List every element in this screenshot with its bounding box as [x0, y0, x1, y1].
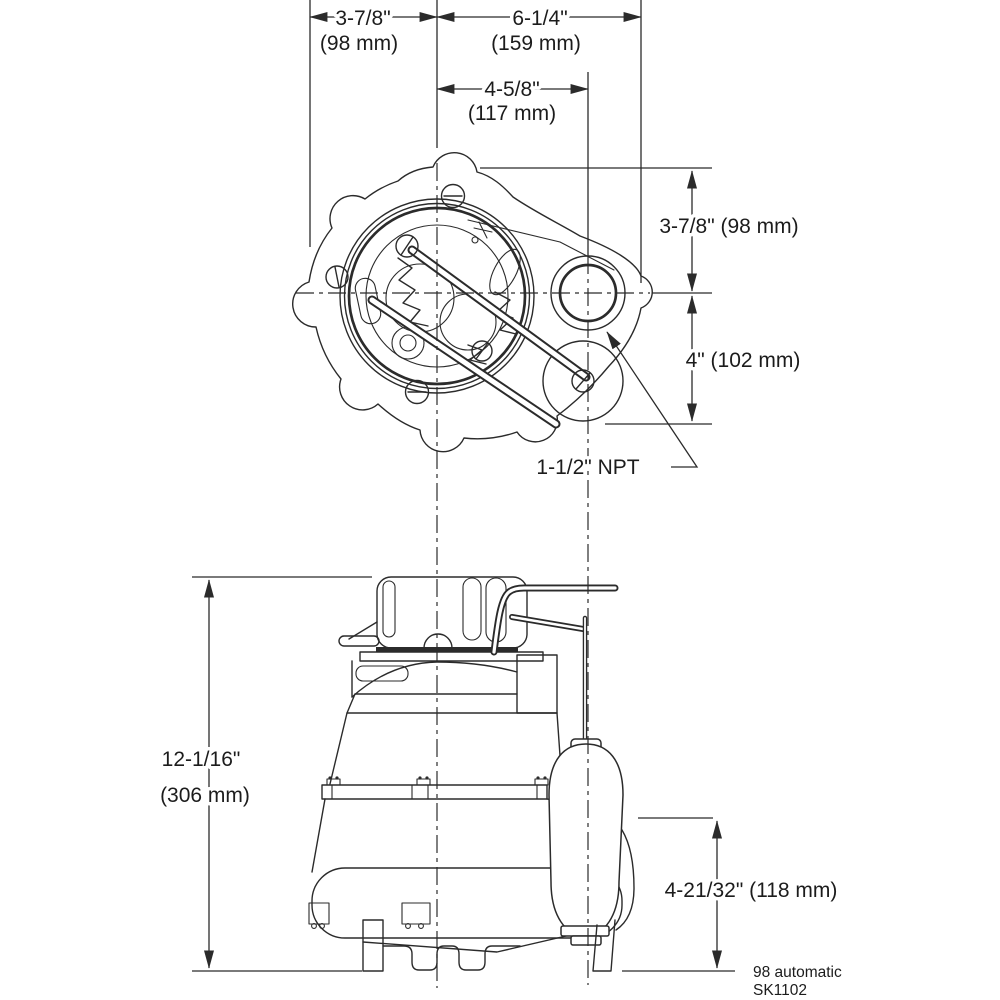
- inner-tick: [473, 221, 493, 239]
- handle-bar-upper-inner: [409, 247, 589, 380]
- base-leg-right: [592, 919, 616, 972]
- label-offset-mm: (117 mm): [468, 102, 556, 125]
- flange-bolt-left: [325, 265, 349, 289]
- rod-bracket-block: [516, 654, 558, 714]
- label-offset-inches: 4-5/8": [484, 78, 539, 101]
- cap-notch: [423, 633, 453, 649]
- gasket-band: [376, 647, 518, 652]
- motor-body: [329, 712, 563, 785]
- centerlines: [296, 0, 650, 988]
- base-leg-left: [362, 919, 384, 972]
- pump-top-view: [292, 151, 653, 453]
- band-bolt-right: [534, 776, 549, 786]
- dimension-lines: [192, 11, 735, 972]
- label-top-right-inches: 6-1/4": [512, 7, 567, 30]
- band-bolt-left: [326, 776, 341, 786]
- handle-screw-left: [395, 234, 419, 258]
- base-scallops: [382, 945, 521, 971]
- label-top-left-mm: (98 mm): [320, 32, 398, 55]
- cap-rib-mid: [462, 577, 482, 641]
- float-rod-strut-inner: [510, 615, 585, 631]
- housing-sweep: [351, 661, 518, 698]
- handle-bar-lower-inner: [369, 297, 559, 427]
- base-tab-left: [308, 902, 330, 929]
- float-body: [548, 743, 624, 937]
- flange-bolt-top: [440, 183, 466, 209]
- serration-1: [397, 257, 429, 327]
- label-float-height: 4-21/32" (118 mm): [665, 879, 838, 902]
- inner-plate-edge: [467, 219, 615, 271]
- base-plate-edge: [362, 929, 593, 953]
- flange-bolt-bottom: [404, 379, 430, 405]
- inner-screw: [471, 340, 493, 362]
- float-rod-clamp: [560, 925, 610, 946]
- serration-3: [467, 344, 487, 365]
- label-height-inches: 12-1/16": [162, 748, 241, 771]
- base-tab-mid: [401, 902, 431, 929]
- cord-guard: [355, 665, 409, 682]
- seal-plate: [359, 651, 544, 662]
- flange-outline: [292, 151, 653, 453]
- label-top-left-inches: 3-7/8": [335, 7, 390, 30]
- clamp-band-dividers: [331, 784, 538, 800]
- volute-left-edge: [311, 798, 326, 873]
- clamp-band: [321, 784, 548, 800]
- label-side-lower: 4" (102 mm): [686, 349, 801, 372]
- inner-dot: [471, 236, 479, 244]
- caption-model: 98 automatic: [753, 964, 842, 981]
- label-side-upper: 3-7/8" (98 mm): [659, 215, 798, 238]
- carry-handle-inner: [492, 586, 617, 654]
- pump-front-view: [308, 576, 635, 972]
- cap-bracket-bar: [338, 635, 380, 647]
- slot-hole-right: [489, 248, 521, 296]
- hub-circle-inner: [399, 334, 417, 352]
- cap-rib-left: [382, 580, 396, 638]
- leader-npt: [606, 331, 699, 468]
- caption-drawing-number: SK1102: [753, 982, 807, 999]
- motor-cone: [346, 693, 558, 714]
- label-discharge-thread: 1-1/2" NPT: [536, 456, 639, 479]
- band-bolt-mid: [416, 776, 431, 786]
- handle-boss: [542, 340, 624, 422]
- label-top-right-mm: (159 mm): [491, 32, 581, 55]
- dimension-labels: 3-7/8" (98 mm) 6-1/4" (159 mm) 4-5/8" (1…: [157, 4, 846, 1000]
- label-height-mm: (306 mm): [160, 784, 250, 807]
